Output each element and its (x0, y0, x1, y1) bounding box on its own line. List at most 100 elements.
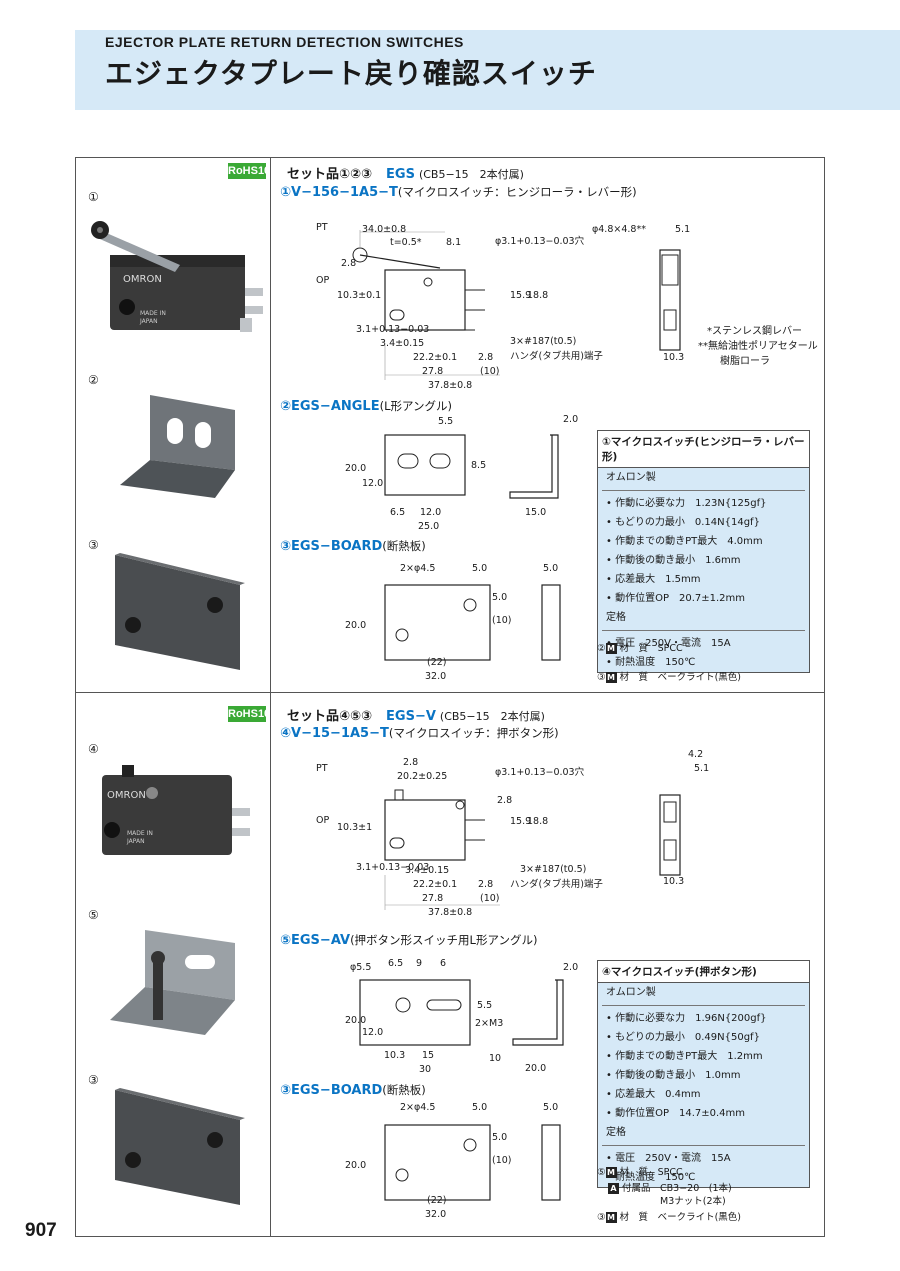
product-5-code: ⑤EGS−AV (280, 933, 351, 948)
dim-label: 22.2±0.1 (413, 879, 458, 890)
dim-label: 22.2±0.1 (413, 352, 458, 363)
spec-item: • 応差最大 0.4mm (606, 1089, 701, 1100)
drawing-av-angle (359, 979, 564, 1046)
dim-label: 10.3 (663, 352, 685, 363)
header-band: EJECTOR PLATE RETURN DETECTION SWITCHES … (75, 30, 900, 110)
product-3-desc: (断熱板) (382, 539, 426, 553)
dim-label: (10) (480, 366, 500, 377)
spec-item: • 作動に必要な力 1.23N{125gf} (606, 498, 767, 509)
material-value: ベークライト(黒色) (657, 672, 741, 683)
dim-label: 12.0 (362, 1027, 384, 1038)
spec-item: • 作動までの動きPT最大 1.2mm (606, 1051, 763, 1062)
roller-note: 樹脂ローラ (720, 356, 770, 367)
spec-item: • 作動までの動きPT最大 4.0mm (606, 536, 763, 547)
set2-label: セット品④⑤③ (287, 709, 373, 724)
set2-code: EGS−V (386, 709, 436, 724)
dim-label: 18.8 (527, 290, 549, 301)
product-5-heading: ⑤EGS−AV(押ボタン形スイッチ用L形アングル) (280, 932, 537, 948)
dim-label: 6.5 (390, 507, 406, 518)
roller-lever-switch-photo: OMRON MADE IN JAPAN (91, 221, 263, 332)
dim-label: 2×φ4.5 (400, 1102, 436, 1113)
drawing-roller-lever-side (659, 249, 681, 351)
material-value: SPCC (657, 643, 683, 654)
product-3b-heading: ③EGS−BOARD(断熱板) (280, 1082, 426, 1098)
dim-label: 9 (416, 958, 423, 969)
dim-label: 8.1 (446, 237, 462, 248)
material-label: 材 質 (619, 1167, 649, 1178)
spec-item: • 作動に必要な力 1.96N{200gf} (606, 1013, 767, 1024)
dim-label: 3.4±0.15 (380, 338, 425, 349)
insulation-board-photo (115, 553, 245, 670)
svg-text:OMRON: OMRON (123, 274, 162, 285)
dim-label: 2.8 (341, 258, 357, 269)
material-num: ⑤ (597, 1167, 606, 1178)
drawing-l-angle (384, 434, 559, 499)
insulation-board-photo (115, 1088, 245, 1205)
material-label: 材 質 (619, 1212, 649, 1223)
dim-label: 2.0 (563, 962, 579, 973)
material-line: M3ナット(2本) (660, 1193, 726, 1207)
material-num: ③ (597, 1212, 606, 1223)
dim-label: 5.0 (472, 1102, 488, 1113)
product-1-heading: ①V−156−1A5−T(マイクロスイッチ：ヒンジローラ・レバー形) (280, 184, 637, 200)
dim-label: 4.2 (688, 749, 704, 760)
dim-label: 2.8 (478, 352, 494, 363)
dim-label: 20.0 (345, 1160, 367, 1171)
dim-label: 20.2±0.25 (397, 771, 448, 782)
product-5-desc: (押ボタン形スイッチ用L形アングル) (350, 933, 538, 947)
spec-divider (602, 1005, 805, 1006)
dim-label: 10.3 (384, 1050, 406, 1061)
spec-maker: オムロン製 (606, 472, 656, 483)
rohs-badge: RoHS10 (228, 706, 271, 722)
dim-label: 6.5 (388, 958, 404, 969)
dim-label: 3×#187(t0.5) (510, 336, 577, 347)
set1-note: (CB5−15 2本付属) (418, 168, 524, 181)
product-2-heading: ②EGS−ANGLE(L形アングル) (280, 398, 452, 414)
spec-rating: • 耐熱温度 150℃ (606, 1172, 696, 1183)
dim-label: 15.9 (510, 290, 532, 301)
dim-label: PT (316, 763, 328, 774)
product-1-desc: (マイクロスイッチ：ヒンジローラ・レバー形) (397, 185, 637, 199)
dim-label: 20.0 (345, 1015, 367, 1026)
material-badge: M (605, 1167, 617, 1178)
section-divider (75, 692, 825, 693)
l-angle-photo (120, 395, 235, 498)
spec-box-push-button: ④マイクロスイッチ(押ボタン形) オムロン製 • 作動に必要な力 1.96N{2… (597, 960, 810, 1188)
photo-number: ③ (88, 1073, 99, 1087)
dim-label: 10.3 (663, 876, 685, 887)
drawing-roller-lever-switch (352, 230, 500, 380)
material-badge: A (608, 1183, 619, 1194)
svg-text:OMRON: OMRON (107, 790, 146, 801)
spec-rating-label: 定格 (606, 612, 626, 623)
dim-label: 5.0 (492, 592, 508, 603)
dim-label: 3.1+0.13−0.03 (356, 324, 430, 335)
material-badge: M (605, 1212, 617, 1223)
dim-label: 6 (440, 958, 447, 969)
material-label: 材 質 (619, 672, 649, 683)
material-value: ベークライト(黒色) (657, 1212, 741, 1223)
dim-label: 20.0 (345, 463, 367, 474)
dim-label: 5.1 (675, 224, 691, 235)
spec-item: • 動作位置OP 20.7±1.2mm (606, 593, 746, 604)
dim-label: OP (316, 275, 330, 286)
material-num: ② (597, 643, 606, 654)
spec-rating: • 電圧 250V・電流 15A (606, 1153, 731, 1164)
lever-note: *ステンレス鋼レバー (707, 326, 802, 337)
photo-number: ③ (88, 538, 99, 552)
spec-item: • もどりの力最小 0.14N{14gf} (606, 517, 760, 528)
dim-label: (22) (427, 1195, 447, 1206)
product-3b-desc: (断熱板) (382, 1083, 426, 1097)
product-3-heading: ③EGS−BOARD(断熱板) (280, 538, 426, 554)
svg-text:JAPAN: JAPAN (139, 318, 158, 325)
dim-label: 10.3±0.1 (337, 290, 382, 301)
title-en: EJECTOR PLATE RETURN DETECTION SWITCHES (105, 34, 464, 50)
push-button-switch-photo: OMRON MADE IN JAPAN (102, 765, 250, 855)
material-label: 材 質 (619, 643, 649, 654)
dim-label: 5.0 (492, 1132, 508, 1143)
